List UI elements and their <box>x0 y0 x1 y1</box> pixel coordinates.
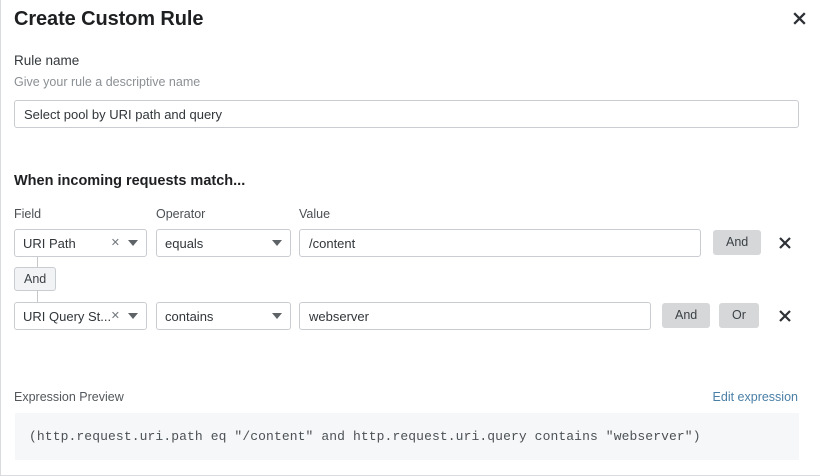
expression-preview-box: (http.request.uri.path eq "/content" and… <box>15 413 799 460</box>
expression-preview-label: Expression Preview <box>14 390 124 404</box>
chevron-down-icon[interactable] <box>128 240 138 246</box>
chevron-down-icon[interactable] <box>272 240 282 246</box>
column-header-value: Value <box>299 207 331 221</box>
match-section-title: When incoming requests match... <box>14 173 246 189</box>
field-select-value-row-2: URI Query St... <box>23 308 111 324</box>
operator-select-row-1[interactable]: equals <box>156 229 291 257</box>
close-icon <box>779 310 791 322</box>
close-icon <box>779 237 791 249</box>
rule-name-help-text: Give your rule a descriptive name <box>14 75 201 89</box>
column-header-field: Field <box>14 207 42 221</box>
column-header-operator: Operator <box>156 207 206 221</box>
field-select-value-row-1: URI Path <box>23 235 76 251</box>
and-button-row-2[interactable]: And <box>662 303 711 328</box>
rule-name-input[interactable] <box>14 100 799 128</box>
value-input-row-1[interactable] <box>299 229 701 257</box>
or-button-row-2[interactable]: Or <box>719 303 759 328</box>
operator-select-value-row-2: contains <box>165 308 214 324</box>
chevron-down-icon[interactable] <box>272 313 282 319</box>
group-connector-and-badge[interactable]: And <box>14 267 57 291</box>
edit-expression-link[interactable]: Edit expression <box>712 390 798 404</box>
close-icon <box>792 11 806 25</box>
operator-select-value-row-1: equals <box>165 235 204 251</box>
clear-icon[interactable]: ✕ <box>110 236 120 249</box>
expression-preview-code: (http.request.uri.path eq "/content" and… <box>29 429 701 444</box>
field-select-row-2[interactable]: URI Query St... ✕ <box>14 302 147 330</box>
connector-line-bottom <box>37 291 38 302</box>
field-select-row-1[interactable]: URI Path ✕ <box>14 229 147 257</box>
delete-condition-button-row-1[interactable] <box>774 232 796 254</box>
chevron-down-icon[interactable] <box>128 313 138 319</box>
condition-row: URI Path ✕ equals And <box>1 229 820 259</box>
clear-icon[interactable]: ✕ <box>110 309 120 322</box>
rule-name-label: Rule name <box>14 53 80 68</box>
and-button-row-1[interactable]: And <box>713 230 762 255</box>
page-title: Create Custom Rule <box>14 8 204 30</box>
value-input-row-2[interactable] <box>299 302 651 330</box>
condition-row: URI Query St... ✕ contains And Or <box>1 302 820 332</box>
delete-condition-button-row-2[interactable] <box>774 305 796 327</box>
close-dialog-button[interactable] <box>787 6 811 30</box>
connector-line-top <box>37 255 38 267</box>
operator-select-row-2[interactable]: contains <box>156 302 291 330</box>
